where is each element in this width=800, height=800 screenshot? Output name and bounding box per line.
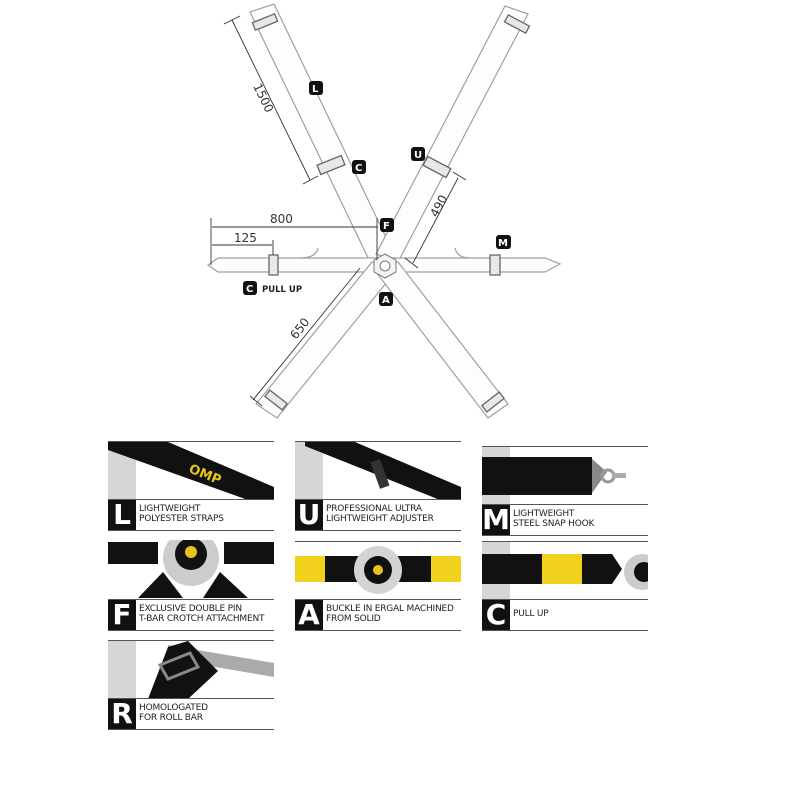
adjuster-upper-right-top: [503, 13, 531, 35]
feature-letter: U: [295, 500, 323, 530]
feature-line1: BUCKLE IN ERGAL MACHINED: [326, 604, 454, 614]
dim-125: 125: [234, 231, 257, 245]
snap-hook-photo: [482, 446, 648, 505]
feature-line2: FOR ROLL BAR: [139, 713, 203, 723]
central-buckle: [373, 253, 397, 279]
pull-up-label: PULL UP: [262, 285, 302, 295]
tag-u: U: [411, 147, 425, 161]
svg-text:A: A: [382, 295, 390, 306]
tag-l: L: [309, 81, 323, 95]
adjuster-c-top: [316, 154, 346, 176]
tag-f: F: [380, 218, 394, 232]
roll-bar-photo: [108, 640, 274, 699]
feature-line1: EXCLUSIVE DOUBLE PIN: [139, 604, 242, 614]
tag-a: A: [379, 292, 393, 306]
feature-line1: LIGHTWEIGHT: [513, 509, 575, 519]
adjuster-upper-left-top: [251, 12, 279, 32]
adjuster-lower-left: [263, 389, 289, 411]
svg-text:F: F: [383, 221, 390, 232]
feature-line2: T-BAR CROTCH ATTACHMENT: [139, 614, 265, 624]
strap-upper-right: [375, 5, 529, 263]
tag-c-top: C: [352, 160, 366, 174]
tag-m: M: [496, 235, 511, 249]
feature-letter: R: [108, 699, 136, 729]
feature-letter: M: [482, 503, 510, 536]
feature-line2: LIGHTWEIGHT ADJUSTER: [326, 514, 434, 524]
strap-lower-right: [375, 261, 509, 419]
adjuster-lap-left: [268, 254, 279, 276]
feature-letter: C: [482, 600, 510, 630]
svg-text:M: M: [498, 238, 508, 249]
feature-line1: LIGHTWEIGHT: [139, 504, 201, 514]
dim-650: 650: [287, 315, 312, 342]
tag-c-pull: C: [243, 281, 257, 295]
svg-text:C: C: [246, 284, 253, 295]
adjuster-photo: [295, 441, 461, 500]
adjuster-m: [489, 254, 501, 276]
dim-800: 800: [270, 212, 293, 226]
svg-text:L: L: [312, 84, 319, 95]
buckle-photo: [295, 541, 461, 600]
feature-letter: F: [108, 600, 136, 630]
svg-text:C: C: [355, 163, 362, 174]
feature-line1: HOMOLOGATED: [139, 703, 208, 713]
dim-1500: 1500: [250, 81, 276, 115]
strap-photo: OMP: [108, 441, 274, 500]
pull-up-photo: [482, 541, 648, 600]
feature-letter: A: [295, 600, 323, 630]
feature-line2: FROM SOLID: [326, 614, 381, 624]
feature-letter: L: [108, 500, 136, 530]
feature-line1: PULL UP: [513, 609, 549, 619]
adjuster-u: [422, 155, 452, 179]
crotch-attachment-photo: [108, 540, 274, 598]
harness-diagram: 1500 800 125 650 490 L C U F M A C PULL …: [206, 3, 562, 419]
adjuster-lower-right: [480, 391, 506, 413]
svg-text:U: U: [414, 150, 422, 161]
feature-line2: POLYESTER STRAPS: [139, 514, 224, 524]
feature-line1: PROFESSIONAL ULTRA: [326, 504, 422, 514]
feature-line2: STEEL SNAP HOOK: [513, 519, 595, 529]
